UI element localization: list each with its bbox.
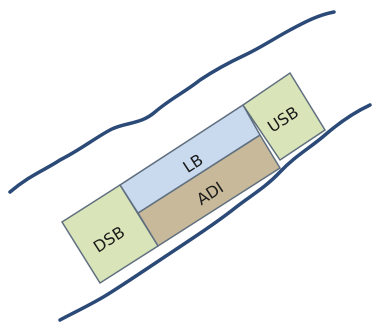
lower-bank-line (58, 103, 372, 322)
dsb-box (60, 183, 160, 285)
upper-bank-line (8, 10, 336, 194)
usb-box (241, 71, 327, 162)
